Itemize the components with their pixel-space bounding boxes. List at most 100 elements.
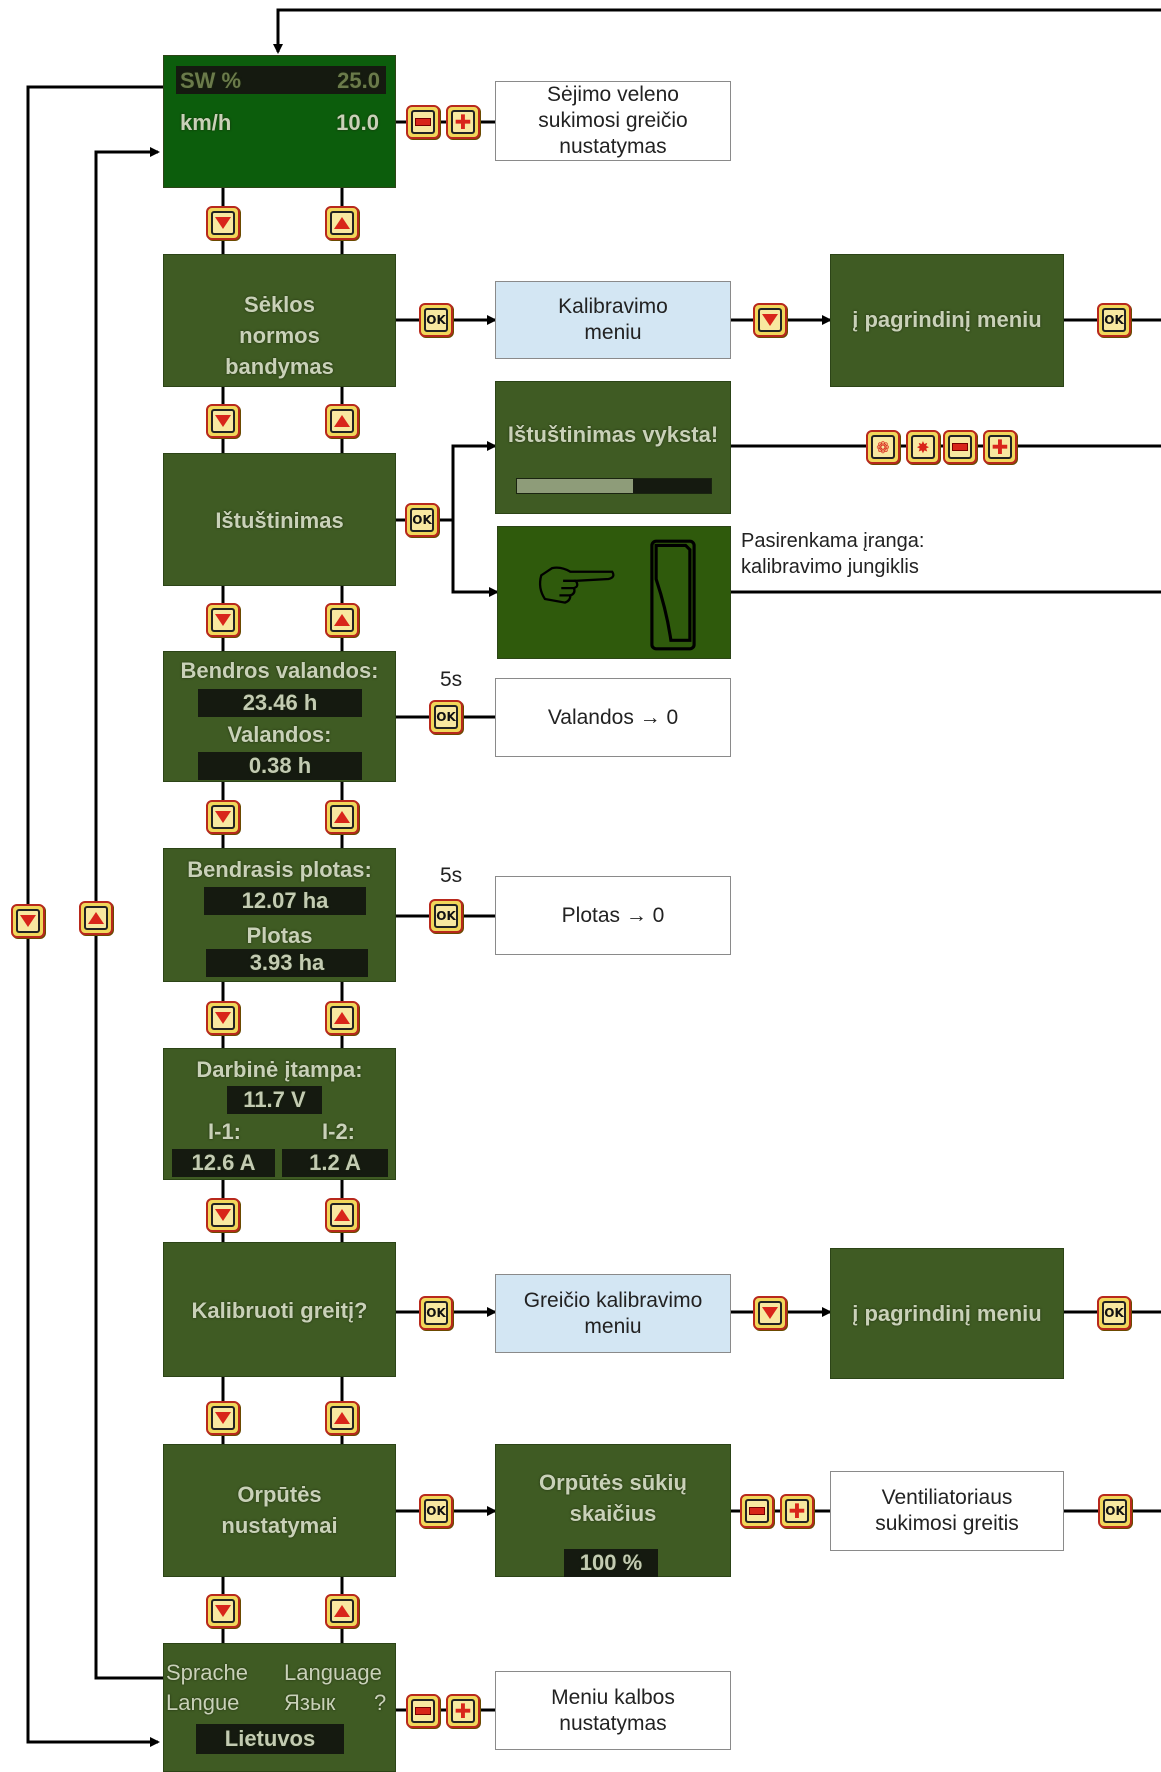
arrow-down-button[interactable] [753,1296,787,1330]
arrow-up-button[interactable] [325,1594,359,1628]
language-word-language: Language [284,1660,382,1685]
total-area-label: Bendrasis plotas: [187,857,372,882]
screen-speed-calibration: Kalibruoti greitį? [163,1242,396,1377]
note-seed-shaft-speed: Sėjimo veleno sukimosi greičio nustatyma… [495,81,731,161]
arrow-down-button[interactable] [206,206,240,240]
arrow-down-button[interactable] [206,1198,240,1232]
screen-calibration-switch [497,526,731,659]
screen-area: Bendrasis plotas: 12.07 ha Plotas 3.93 h… [163,848,396,982]
current-1-value: 12.6 A [172,1149,275,1177]
language-word-langue: Langue [166,1690,240,1715]
light-button[interactable]: ✸ [906,430,940,464]
minus-button[interactable] [406,105,440,139]
minus-button[interactable] [943,430,977,464]
arrow-down-button[interactable] [206,404,240,438]
note-menu-language: Meniu kalbos nustatymas [495,1671,731,1750]
pointing-hand-icon [538,566,615,604]
arrow-down-button[interactable] [206,603,240,637]
current-2-label: I-2: [322,1119,355,1144]
arrow-up-button[interactable] [325,1401,359,1435]
arrow-up-button[interactable] [325,1001,359,1035]
voltage-label: Darbinė įtampa: [196,1057,363,1082]
arrow-down-button[interactable] [11,904,45,938]
arrow-down-button[interactable] [753,303,787,337]
screen-fan-rpm: Orpūtės sūkių skaičius 100 % [495,1444,731,1577]
emptying-progress-fill [633,479,711,493]
voltage-value: 11.7 V [227,1086,322,1114]
main-menu-label: į pagrindinį meniu [852,307,1042,332]
calibration-menu: Kalibravimo meniu [495,281,731,359]
language-word-sprache: Sprache [166,1660,248,1685]
screen-fan-settings: Orpūtės nustatymai [163,1444,396,1577]
screen-main-menu: į pagrindinį meniu [830,254,1064,387]
language-word-russian: Язык [284,1690,336,1715]
screen-voltage: Darbinė įtampa: 11.7 V I-1: I-2: 12.6 A … [163,1048,396,1180]
screen-emptying-running: Ištuštinimas vyksta! [495,381,731,514]
arrow-down-button[interactable] [206,1401,240,1435]
fan-settings-title: Orpūtės nustatymai [221,1482,338,1538]
optional-equipment-value: kalibravimo jungiklis [741,556,919,578]
arrow-up-button[interactable] [325,1198,359,1232]
area-label: Plotas [246,923,313,948]
sw-value: 25.0 [337,68,380,93]
ok-button[interactable]: OK [419,303,453,337]
current-1-label: I-1: [208,1119,241,1144]
language-question-mark: ? [374,1690,387,1715]
speed-calibration-menu: Greičio kalibravimo meniu [495,1274,731,1353]
note-reset-area: Plotas → 0 [495,876,731,955]
sw-label: SW % [180,68,242,93]
hold-time-label: 5s [440,668,463,691]
kmh-label: km/h [180,110,232,135]
emptying-title: Ištuštinimas [215,508,344,533]
hours-label: Valandos: [227,722,332,747]
arrow-up-button[interactable] [79,901,113,935]
plus-button[interactable]: ✚ [446,105,480,139]
emptying-progress-bar [516,478,712,494]
arrow-up-button[interactable] [325,800,359,834]
minus-button[interactable] [740,1494,774,1528]
ok-button[interactable]: OK [1097,303,1131,337]
ok-button[interactable]: OK [429,899,463,933]
arrow-down-button[interactable] [206,1001,240,1035]
note-reset-hours: Valandos → 0 [495,678,731,757]
rocker-switch-icon [650,539,696,651]
ok-button[interactable]: OK [405,503,439,537]
fan-rpm-value: 100 % [564,1549,658,1577]
screen-language: Sprache Language Langue Язык ? Lietuvos [163,1643,396,1772]
plus-button[interactable]: ✚ [983,430,1017,464]
screen-seed-rate-test: Sėklos normos bandymas [163,254,396,387]
total-area-value: 12.07 ha [204,887,366,915]
total-hours-label: Bendros valandos: [180,658,379,683]
minus-button[interactable] [406,1694,440,1728]
ok-button[interactable]: OK [1098,1494,1132,1528]
hours-value: 0.38 h [198,752,362,780]
ok-button[interactable]: OK [1097,1296,1131,1330]
area-value: 3.93 ha [206,949,368,977]
total-hours-value: 23.46 h [198,689,362,717]
arrow-down-button[interactable] [206,800,240,834]
current-2-value: 1.2 A [282,1149,388,1177]
seed-test-title: Sėklos normos bandymas [225,292,334,379]
fan-button[interactable]: ❁ [866,430,900,464]
ok-button[interactable]: OK [419,1296,453,1330]
kmh-value: 10.0 [336,110,379,135]
arrow-down-button[interactable] [206,1594,240,1628]
screen-emptying: Ištuštinimas [163,453,396,586]
screen-hours: Bendros valandos: 23.46 h Valandos: 0.38… [163,651,396,782]
ok-button[interactable]: OK [429,700,463,734]
arrow-up-button[interactable] [325,206,359,240]
language-value: Lietuvos [196,1724,344,1754]
emptying-running-label: Ištuštinimas vyksta! [507,422,719,447]
screen-main-menu: į pagrindinį meniu [830,1248,1064,1379]
ok-button[interactable]: OK [419,1494,453,1528]
plus-button[interactable]: ✚ [446,1694,480,1728]
sw-row: SW % 25.0 [176,66,386,94]
speed-calibration-title: Kalibruoti greitį? [191,1298,368,1323]
screen-speed-display: SW % 25.0 km/h 10.0 [163,55,396,188]
hold-time-label: 5s [440,864,463,887]
arrow-up-button[interactable] [325,404,359,438]
fan-rpm-title: Orpūtės sūkių skaičius [539,1470,687,1526]
note-fan-speed: Ventiliatoriaus sukimosi greitis [830,1471,1064,1551]
plus-button[interactable]: ✚ [780,1494,814,1528]
arrow-up-button[interactable] [325,603,359,637]
